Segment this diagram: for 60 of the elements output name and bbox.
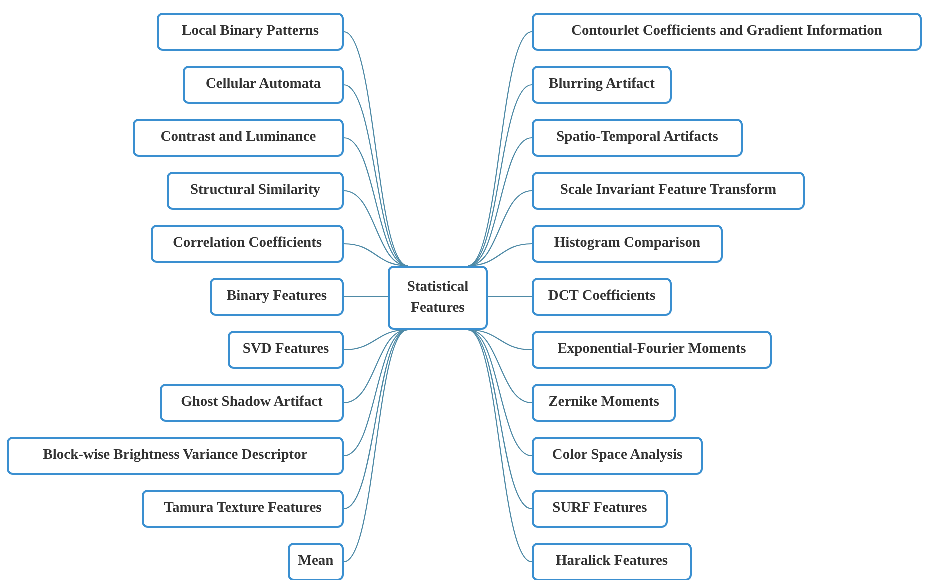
connector-line [344,330,408,562]
node-label: Binary Features [226,287,328,306]
connector-line [468,243,532,267]
node-label: Mean [297,552,335,572]
feature-box [532,490,668,528]
feature-box [160,384,344,422]
feature-box [532,225,723,263]
node-label: SURF Features [552,499,648,518]
node-label: Contrast and Luminance [160,128,318,148]
node-label: DCT Coefficients [547,287,657,306]
connector-line [344,296,388,298]
feature-box [532,543,692,580]
feature-box [157,13,344,51]
feature-box [532,384,676,422]
feature-box [133,119,344,157]
feature-box [151,225,344,263]
feature-box [532,13,922,51]
node-label: Tamura Texture Features [163,499,323,518]
feature-box [142,490,344,528]
connector-line [468,190,532,267]
node-label: Local Binary Patterns [181,22,320,42]
central-topic-box [388,266,488,330]
connector-line [468,330,532,562]
node-label: Scale Invariant Feature Transform [559,181,778,200]
node-label: Contourlet Coefficients and Gradient Information [570,22,884,42]
connector-line [344,84,408,266]
feature-box [288,543,344,580]
feature-box [183,66,344,104]
feature-box [532,278,672,316]
node-label: Color Space Analysis [551,446,684,466]
node-label: Blurring Artifact [548,75,656,94]
node-label: Block-wise Brightness Variance Descriptor [42,446,309,466]
feature-box [532,172,805,210]
feature-box [532,437,703,475]
feature-box [167,172,344,210]
feature-box [7,437,344,475]
node-label: Haralick Features [554,552,670,572]
node-label: Statistical Features [406,278,470,318]
connector-line [344,243,408,267]
node-label: Structural Similarity [189,181,322,200]
feature-box [210,278,344,316]
connector-line [344,330,408,510]
feature-box [532,331,772,369]
node-label: Histogram Comparison [553,234,702,254]
node-label: SVD Features [242,340,330,360]
node-label: Cellular Automata [204,75,322,94]
node-label: Spatio-Temporal Artifacts [556,128,720,148]
connector-line [468,330,532,510]
connector-line [468,137,532,267]
feature-box [228,331,344,369]
node-label: Exponential-Fourier Moments [556,340,748,360]
connector-line [488,296,532,298]
connector-line [344,190,408,267]
node-label: Correlation Coefficients [172,234,324,254]
node-label: Ghost Shadow Artifact [180,393,324,412]
connector-line [344,137,408,267]
feature-box [532,119,743,157]
feature-box [532,66,672,104]
node-label: Zernike Moments [548,393,660,412]
connector-line [468,84,532,266]
